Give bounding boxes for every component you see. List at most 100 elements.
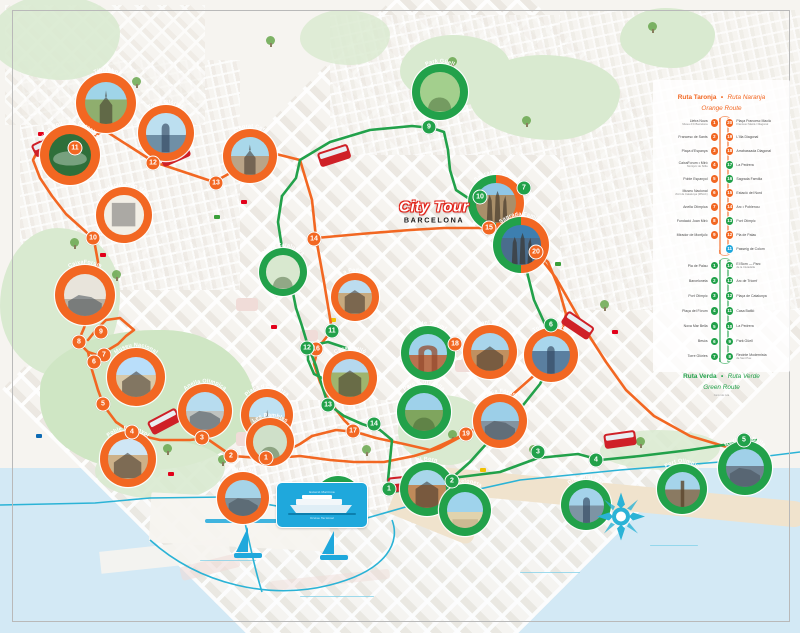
legend-stop-dot-16[interactable]: 16	[725, 174, 735, 184]
green-stop-1[interactable]: 1	[381, 481, 397, 497]
orange-stop-8[interactable]: 8	[71, 334, 87, 350]
poi-marker-poble-espanyol[interactable]: Poble Espanyol	[100, 425, 156, 487]
orange-stop-12[interactable]: 12	[145, 155, 161, 171]
green-stop-14[interactable]: 14	[366, 416, 382, 432]
poi-marker-sagrada2[interactable]: Sagrada Família	[493, 211, 549, 273]
legend-stop-dot-8[interactable]: 8	[725, 351, 735, 362]
legend-stop-dot-2[interactable]: 2	[709, 276, 719, 286]
poi-marker-pedrera[interactable]: La Pedrera	[331, 267, 379, 321]
legend-stop-dot-4[interactable]: 4	[709, 306, 719, 316]
orange-stop-9[interactable]: 9	[93, 324, 109, 340]
orange-stop-2[interactable]: 2	[223, 448, 239, 464]
orange-stop-13[interactable]: 13	[208, 175, 224, 191]
legend-stop-dot-14[interactable]: 14	[725, 202, 735, 212]
poi-marker-mnac[interactable]: Museu Nacional	[107, 342, 165, 406]
orange-stop-6[interactable]: 6	[86, 354, 102, 370]
orange-stop-11[interactable]: 11	[67, 140, 83, 156]
legend-stop-dot-3[interactable]: 3	[709, 146, 719, 156]
legend-stop-dot-4[interactable]: 4	[709, 160, 719, 170]
legend-stop-dot-9[interactable]: 9	[725, 336, 735, 346]
legend-stop-dot-3[interactable]: 3	[709, 291, 719, 301]
green-stop-9[interactable]: 9	[421, 119, 437, 135]
orange-stop-15[interactable]: 15	[481, 220, 497, 236]
legend-stop-dot-2[interactable]: 2	[709, 132, 719, 142]
green-stop-7[interactable]: 7	[516, 180, 532, 196]
poi-marker-miro[interactable]: Fundació Joan Miró	[96, 181, 152, 243]
legend-stop-dot-9[interactable]: 9	[709, 230, 719, 240]
poi-marker-glories[interactable]: Torre Glòries	[524, 322, 578, 382]
green-stop-2[interactable]: 2	[444, 473, 460, 489]
orange-stop-5[interactable]: 5	[95, 396, 111, 412]
legend-stop-dot-20[interactable]: 20	[725, 118, 735, 128]
orange-stop-18[interactable]: 18	[447, 336, 463, 352]
poi-marker-mirador[interactable]: Mirador	[217, 466, 269, 524]
legend-stop-dot-13[interactable]: 13	[725, 216, 735, 226]
legend-stop-dot-17[interactable]: 17	[725, 160, 735, 170]
legend-stop-dot-5[interactable]: 5	[709, 321, 719, 331]
poi-marker-torre-agbar-nw[interactable]: Torre Glòries	[138, 99, 194, 161]
orange-stop-19[interactable]: 19	[458, 426, 474, 442]
green-stop-12[interactable]: 12	[299, 340, 315, 356]
orange-stop-10[interactable]: 10	[85, 230, 101, 246]
legend-stop-dot-5[interactable]: 5	[709, 174, 719, 184]
green-stop-3[interactable]: 3	[530, 444, 546, 460]
legend-stop-dot-1[interactable]: 1	[709, 118, 719, 128]
poi-marker-park-guell[interactable]: Park Güell	[412, 58, 468, 120]
green-stop-11[interactable]: 11	[324, 323, 340, 339]
legend-stop-dot-12[interactable]: 12	[725, 291, 735, 301]
legend-stop-dot-7[interactable]: 7	[709, 202, 719, 212]
poi-marker-caixaforum[interactable]: CaixaForum	[55, 259, 115, 325]
legend-stop-dot-14[interactable]: 14	[725, 260, 735, 271]
legend-stop-dot-11[interactable]: 11	[725, 306, 735, 316]
legend-stop-dot-6[interactable]: 6	[709, 188, 719, 198]
legend-stop-dot-13[interactable]: 13	[725, 276, 735, 286]
poi-marker-anella[interactable]: Anella Olímpica	[178, 378, 232, 438]
orange-stop-1[interactable]: 1	[258, 450, 274, 466]
legend-stop-dot-19[interactable]: 19	[725, 132, 735, 142]
poi-marker-mar-bella[interactable]: Nova Mar Bella	[718, 435, 772, 495]
legend-stop-dot-1[interactable]: 1	[709, 260, 719, 271]
poi-marker-casa-museu[interactable]: Tibidabo	[76, 67, 136, 133]
poi-marker-sagrat-cor[interactable]: Sagrat Cor	[223, 123, 277, 183]
legend-stop-dot-12[interactable]: 12	[725, 230, 735, 240]
orange-stop-14[interactable]: 14	[306, 231, 322, 247]
poi-marker-camp-nou[interactable]: Camp Nou · FC Barcelona	[38, 119, 102, 185]
green-stop-5[interactable]: 5	[736, 432, 752, 448]
legend-stop-dot-15[interactable]: 15	[725, 188, 735, 198]
green-stop-10[interactable]: 10	[472, 189, 488, 205]
legend-stop-dot-6[interactable]: 6	[709, 336, 719, 346]
poi-marker-ciutadella[interactable]: Parc Ciutadella	[397, 379, 451, 439]
poi-marker-sant-pau[interactable]: Sant Pau	[463, 319, 517, 379]
poi-marker-arc-triomf[interactable]: Arc de Triomf	[401, 320, 455, 380]
legend-stop-dot-8[interactable]: 8	[709, 216, 719, 226]
legend-stop-dot-10[interactable]: 10	[725, 321, 735, 331]
legend-stop-dot-11[interactable]: 11	[725, 244, 735, 254]
orange-stop-3[interactable]: 3	[194, 430, 210, 446]
